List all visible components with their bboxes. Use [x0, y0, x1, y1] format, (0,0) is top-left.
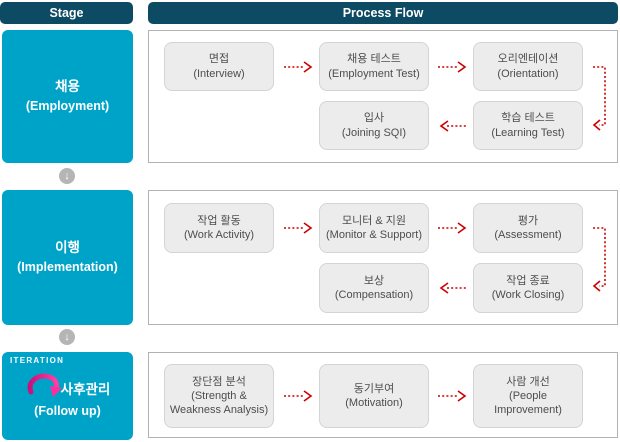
flow-box-title: 장단점 분석	[192, 375, 246, 388]
flow-box-title: 사람 개선	[506, 375, 550, 388]
stage-title: 이행	[55, 239, 80, 255]
flow-box-assessment: 평가 (Assessment)	[473, 203, 583, 253]
flow-arrow-left-icon	[439, 282, 468, 294]
process-flow-header: Process Flow	[148, 2, 618, 24]
iteration-label: ITERATION	[10, 356, 65, 365]
stage-subtitle: (Follow up)	[34, 403, 101, 418]
flow-arrow-right-icon	[438, 390, 467, 402]
flow-arrow-right-icon	[284, 390, 313, 402]
flow-box-title: 작업 활동	[197, 214, 241, 227]
flow-box-subtitle: (Compensation)	[334, 289, 414, 301]
flow-arrow-right-icon	[284, 222, 313, 234]
flow-box-title: 면접	[208, 53, 230, 66]
flow-box-subtitle: (Orientation)	[497, 67, 559, 80]
flow-arrow-elbow-down-icon	[592, 227, 606, 292]
flow-box-subtitle: (Work Activity)	[183, 229, 255, 241]
flow-box-learning-test: 학습 테스트 (Learning Test)	[473, 101, 583, 150]
down-arrow-glyph: ↓	[64, 330, 70, 343]
flow-box-subtitle: (Learning Test)	[491, 126, 565, 139]
flow-box-title: 채용 테스트	[347, 53, 401, 66]
stage-header: Stage	[0, 2, 133, 24]
flow-box-title: 동기부여	[353, 382, 395, 395]
flow-box-orientation: 오리엔테이션 (Orientation)	[473, 42, 583, 91]
flow-box-compensation: 보상 (Compensation)	[319, 263, 429, 313]
stage-subtitle: (Implementation)	[17, 259, 118, 274]
flow-box-people-improvement: 사람 개선 (People Improvement)	[473, 364, 583, 428]
flow-box-work-closing: 작업 종료 (Work Closing)	[473, 263, 583, 313]
flow-box-strength-weakness: 장단점 분석 (Strength & Weakness Analysis)	[164, 364, 274, 428]
flow-box-motivation: 동기부여 (Motivation)	[319, 364, 429, 428]
flow-box-subtitle: (Joining SQI)	[341, 126, 407, 139]
flow-arrow-elbow-down-icon	[592, 66, 606, 131]
down-arrow-glyph: ↓	[64, 169, 70, 182]
flow-box-title: 보상	[363, 274, 385, 287]
flow-panel-implementation: 작업 활동 (Work Activity) 모니터 & 지원 (Monitor …	[148, 190, 618, 325]
flow-box-subtitle: (Assessment)	[494, 229, 562, 241]
flow-box-title: 작업 종료	[506, 274, 550, 287]
flow-box-title: 학습 테스트	[501, 112, 555, 125]
flow-box-subtitle: (Interview)	[193, 67, 245, 80]
stage-title: 사후관리	[60, 382, 111, 398]
flow-box-monitor-support: 모니터 & 지원 (Monitor & Support)	[319, 203, 429, 253]
flow-arrow-left-icon	[439, 120, 468, 132]
flow-panel-follow-up: 장단점 분석 (Strength & Weakness Analysis) 동기…	[148, 352, 618, 438]
stage-subtitle: (Employment)	[25, 98, 110, 113]
flow-box-work-activity: 작업 활동 (Work Activity)	[164, 203, 274, 253]
flow-box-subtitle: (Strength & Weakness Analysis)	[169, 389, 269, 417]
flow-box-subtitle: (Monitor & Support)	[326, 229, 422, 241]
flow-box-interview: 면접 (Interview)	[164, 42, 274, 91]
iteration-arrow-icon	[27, 373, 62, 397]
flow-box-joining: 입사 (Joining SQI)	[319, 101, 429, 150]
stage-follow-up: ITERATION 사후관리 (Follow up)	[2, 352, 133, 440]
stage-employment: 채용 (Employment)	[2, 30, 133, 163]
flow-arrow-right-icon	[438, 61, 467, 73]
flow-panel-employment: 면접 (Interview) 채용 테스트 (Employment Test) …	[148, 30, 618, 163]
flow-arrow-right-icon	[438, 222, 467, 234]
down-arrow-icon: ↓	[59, 329, 75, 345]
stage-implementation: 이행 (Implementation)	[2, 190, 133, 325]
down-arrow-icon: ↓	[59, 168, 75, 184]
flow-box-title: 모니터 & 지원	[341, 214, 407, 227]
flow-box-subtitle: (Motivation)	[345, 397, 403, 409]
flow-box-title: 평가	[517, 214, 539, 227]
stage-title: 채용	[55, 78, 80, 94]
flow-box-subtitle: (Employment Test)	[328, 67, 420, 80]
flow-arrow-right-icon	[284, 61, 313, 73]
flow-box-title: 오리엔테이션	[497, 53, 559, 66]
flow-box-title: 입사	[363, 112, 385, 125]
flow-box-employment-test: 채용 테스트 (Employment Test)	[319, 42, 429, 91]
flow-box-subtitle: (People Improvement)	[494, 389, 562, 417]
flow-box-subtitle: (Work Closing)	[491, 289, 565, 301]
